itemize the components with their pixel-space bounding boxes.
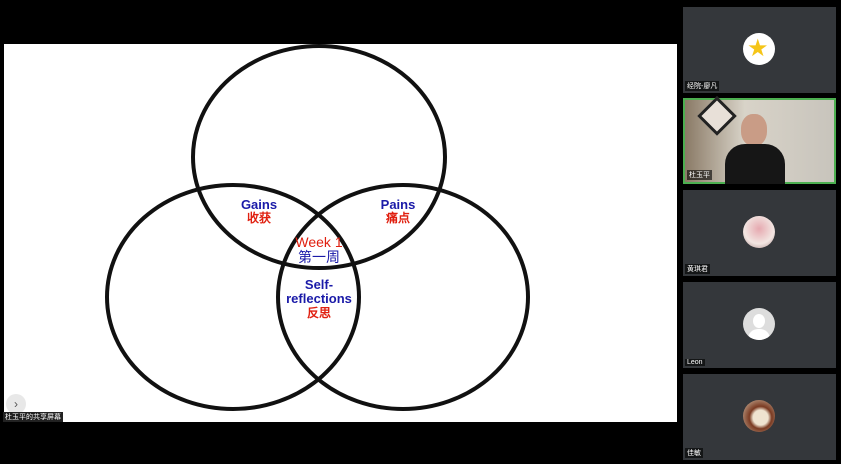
- week-cn: 第一周: [298, 249, 340, 266]
- pains-cn: 痛点: [385, 211, 410, 226]
- center-label: Week 1 第一周: [284, 234, 354, 266]
- gains-cn: 收获: [246, 211, 271, 226]
- person-head: [741, 114, 767, 146]
- wall-decoration: [697, 96, 737, 136]
- reflection-en2: reflections: [286, 291, 352, 307]
- participant-tile[interactable]: 黄琪君: [683, 190, 836, 276]
- participant-video-tile[interactable]: 杜玉平: [683, 96, 836, 184]
- participant-tile[interactable]: Leon: [683, 282, 836, 368]
- reflection-label: Self- reflections 反思: [279, 277, 359, 320]
- gains-label: Gains 收获: [229, 197, 289, 226]
- person-body: [725, 144, 785, 184]
- share-label: 杜玉平的共享屏幕: [3, 412, 63, 422]
- participant-tile[interactable]: 佳敏: [683, 374, 836, 460]
- star-avatar-icon: ★: [743, 33, 775, 65]
- pains-en: Pains: [380, 197, 416, 212]
- reflection-en1: Self-: [304, 277, 334, 292]
- circle-top: [191, 44, 447, 270]
- gains-en: Gains: [240, 197, 278, 212]
- circle-left: [105, 183, 361, 411]
- participant-tile[interactable]: ★ 经院-廖凡: [683, 7, 836, 93]
- default-avatar-icon: [743, 308, 775, 340]
- pains-label: Pains 痛点: [368, 197, 428, 226]
- expand-chevron-icon[interactable]: ›: [6, 394, 26, 414]
- participant-name: 黄琪君: [685, 264, 710, 274]
- reflection-cn: 反思: [306, 305, 331, 320]
- portrait-avatar-icon: [743, 400, 775, 432]
- venn-diagram: [105, 44, 530, 411]
- week-en: Week 1: [295, 234, 343, 250]
- circle-right: [276, 183, 530, 411]
- participant-name: 杜玉平: [687, 170, 712, 180]
- participant-name: 佳敏: [685, 448, 703, 458]
- flower-avatar-icon: [743, 216, 775, 248]
- shared-screen: Gains 收获 Pains 痛点 Week 1 第一周 Self- refle…: [4, 44, 677, 422]
- participant-name: Leon: [685, 359, 705, 366]
- participant-name: 经院-廖凡: [685, 81, 720, 91]
